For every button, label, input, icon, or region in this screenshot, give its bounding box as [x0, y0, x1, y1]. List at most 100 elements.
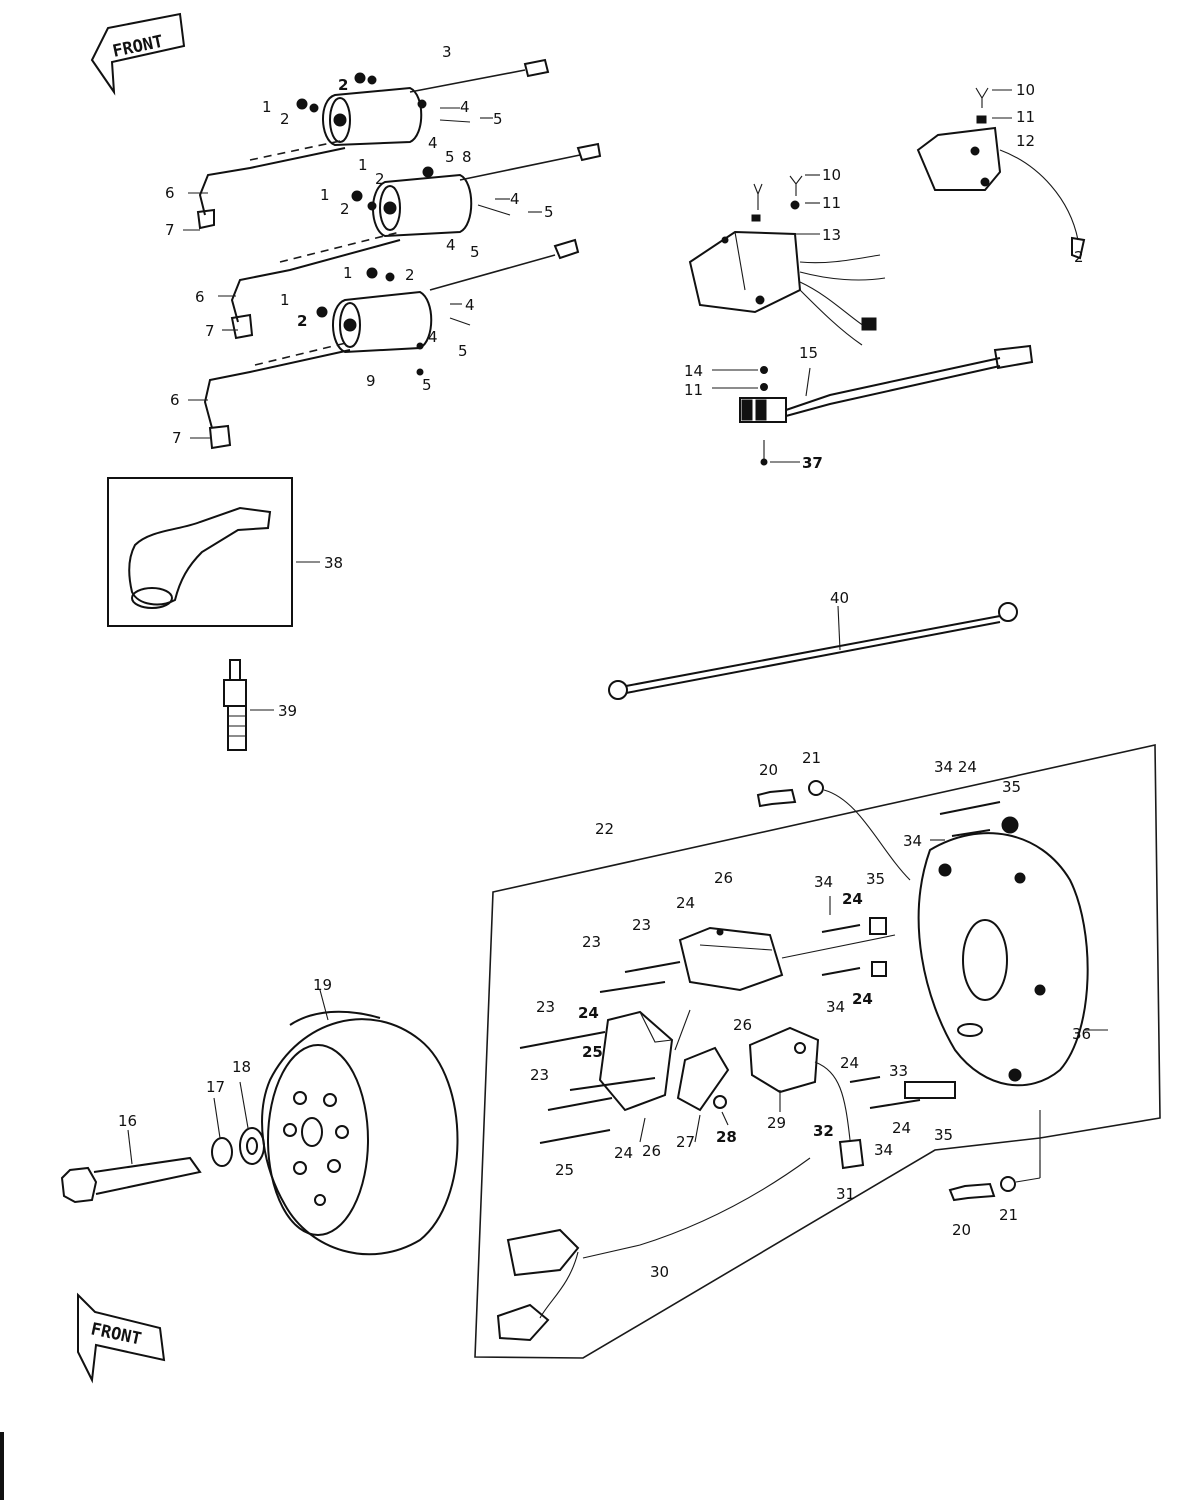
label-35: 35 [934, 1126, 953, 1144]
pickup-unit-29 [748, 1026, 851, 1141]
page-edge-mark [0, 1432, 4, 1500]
label-34: 34 [826, 998, 845, 1016]
label-40: 40 [830, 589, 849, 607]
front-arrow-icon-bottom: FRONT [77, 1292, 166, 1384]
label-24: 24 [892, 1119, 911, 1137]
label-1: 1 [280, 291, 290, 309]
exciter-coil-26 [598, 1009, 691, 1112]
label-1: 1 [262, 98, 272, 116]
coil-hardware [296, 72, 511, 376]
label-20: 20 [952, 1221, 971, 1239]
label-24: 24 [578, 1004, 599, 1022]
label-26: 26 [642, 1142, 661, 1160]
plug-cap-box-38 [107, 477, 320, 627]
label-23: 23 [530, 1066, 549, 1084]
label-32: 32 [813, 1122, 834, 1140]
label-4: 4 [460, 98, 470, 116]
label-7: 7 [165, 221, 175, 239]
label-7: 7 [205, 322, 215, 340]
label-26: 26 [733, 1016, 752, 1034]
label-5: 5 [544, 203, 554, 221]
label-2: 2 [297, 312, 307, 330]
label-24: 24 [842, 890, 863, 908]
label-5: 5 [445, 148, 455, 166]
label-34-24: 34 24 [934, 758, 977, 776]
label-7: 7 [172, 429, 182, 447]
label-37: 37 [802, 454, 823, 472]
label-30: 30 [650, 1263, 669, 1281]
label-1: 1 [358, 156, 368, 174]
label-4: 4 [428, 328, 438, 346]
bolt-20-21-top [756, 780, 911, 881]
label-29: 29 [767, 1114, 786, 1132]
flywheel-19 [261, 989, 459, 1256]
label-13: 13 [822, 226, 841, 244]
label-5: 5 [493, 110, 503, 128]
label-23: 23 [632, 916, 651, 934]
bolt-16 [60, 1129, 202, 1204]
label-34: 34 [874, 1141, 893, 1159]
label-18: 18 [232, 1058, 251, 1076]
label-5: 5 [458, 342, 468, 360]
label-12: 12 [1016, 132, 1035, 150]
label-11: 11 [1016, 108, 1035, 126]
label-3: 3 [442, 43, 452, 61]
label-2: 2 [338, 76, 348, 94]
label-4: 4 [465, 296, 475, 314]
spark-plug-icon-39 [223, 659, 274, 751]
label-25: 25 [582, 1043, 603, 1061]
regulator-icon-13 [688, 174, 886, 346]
stator-screws [519, 801, 1019, 1259]
coil-leaders [183, 107, 542, 439]
label-2: 2 [375, 170, 385, 188]
pickup-coil-26 [678, 926, 896, 992]
label-24: 24 [614, 1144, 633, 1162]
stator-plate-36 [917, 832, 1108, 1087]
label-22: 22 [595, 820, 614, 838]
label-4: 4 [446, 236, 456, 254]
label-34: 34 [814, 873, 833, 891]
label-6: 6 [195, 288, 205, 306]
label-5: 5 [422, 376, 432, 394]
bolt-20-21-bottom [948, 1110, 1041, 1202]
front-badge-text-top: FRONT [111, 32, 165, 62]
label-24: 24 [852, 990, 873, 1008]
label-6: 6 [170, 391, 180, 409]
front-arrow-icon-top: FRONT [90, 12, 186, 96]
label-1: 1 [320, 186, 330, 204]
ignition-coil-icon-1 [196, 58, 550, 230]
label-28: 28 [716, 1128, 737, 1146]
label-34: 34 [903, 832, 922, 850]
label-9: 9 [366, 372, 376, 390]
label-38: 38 [324, 554, 343, 572]
label-16: 16 [118, 1112, 137, 1130]
label-25: 25 [555, 1161, 574, 1179]
washer-17-18 [211, 1081, 265, 1167]
label-23: 23 [536, 998, 555, 1016]
relay-unit-12 [916, 87, 1086, 260]
stator-panel [474, 744, 1161, 1359]
label-2: 2 [340, 200, 350, 218]
label-31: 31 [836, 1185, 855, 1203]
label-23: 23 [582, 933, 601, 951]
label-27: 27 [676, 1133, 695, 1151]
label-15: 15 [799, 344, 818, 362]
label-35: 35 [1002, 778, 1021, 796]
label-6: 6 [165, 184, 175, 202]
label-39: 39 [278, 702, 297, 720]
label-36: 36 [1072, 1025, 1091, 1043]
label-4: 4 [428, 134, 438, 152]
label-10: 10 [822, 166, 841, 184]
ignition-coil-icon-2 [230, 142, 602, 340]
label-5: 5 [470, 243, 480, 261]
label-14: 14 [684, 362, 703, 380]
harness-connector-30 [496, 1228, 580, 1342]
label-21: 21 [999, 1206, 1018, 1224]
label-10: 10 [1016, 81, 1035, 99]
label-20: 20 [759, 761, 778, 779]
label-24: 24 [676, 894, 695, 912]
label-11: 11 [822, 194, 841, 212]
label-11: 11 [684, 381, 703, 399]
ground-wire-40 [608, 602, 1018, 700]
